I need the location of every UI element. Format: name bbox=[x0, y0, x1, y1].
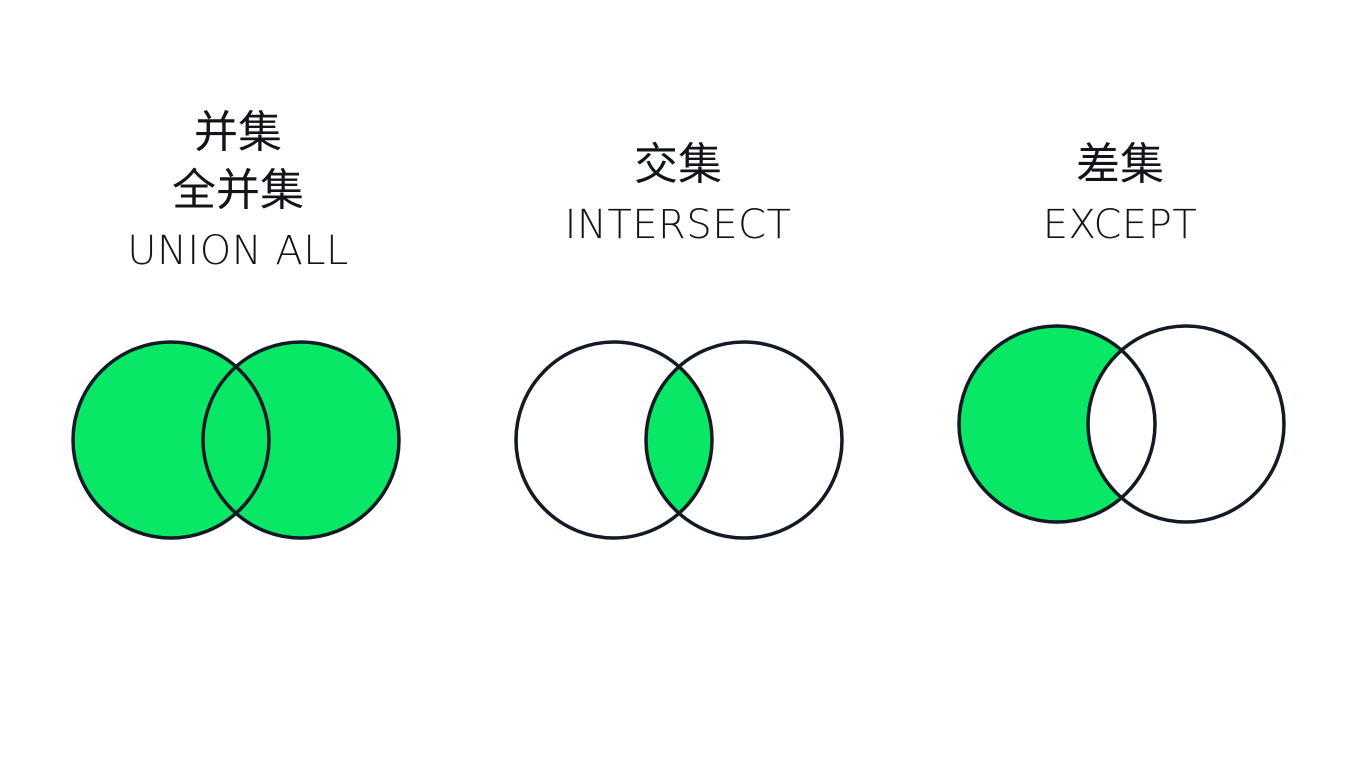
union-title-cn-2: 全并集 bbox=[172, 165, 304, 216]
intersect-title-cn: 交集 bbox=[634, 139, 722, 190]
except-left-circle bbox=[957, 324, 1157, 524]
except-title-cn: 差集 bbox=[1076, 139, 1164, 190]
union-venn bbox=[71, 340, 401, 540]
union-right-fill bbox=[203, 342, 399, 538]
except-title-en: EXCEPT bbox=[1042, 202, 1198, 248]
intersect-overlap-fill bbox=[646, 342, 712, 538]
union-title-en: UNION ALL bbox=[127, 228, 349, 274]
union-title-cn-1: 并集 bbox=[194, 107, 282, 158]
union-right-circle bbox=[201, 340, 401, 540]
except-right-circle bbox=[1086, 324, 1286, 524]
intersect-venn bbox=[514, 340, 844, 540]
except-title: 差集 EXCEPT bbox=[970, 136, 1270, 256]
intersect-title: 交集 INTERSECT bbox=[528, 136, 828, 256]
except-overlap-cutout bbox=[1088, 326, 1155, 522]
intersect-left-circle bbox=[514, 340, 714, 540]
intersect-right-circle bbox=[644, 340, 844, 540]
union-title: 并集 全并集 UNION ALL bbox=[88, 104, 388, 282]
union-left-circle bbox=[71, 340, 271, 540]
intersect-title-en: INTERSECT bbox=[564, 202, 792, 248]
except-venn bbox=[957, 324, 1286, 524]
